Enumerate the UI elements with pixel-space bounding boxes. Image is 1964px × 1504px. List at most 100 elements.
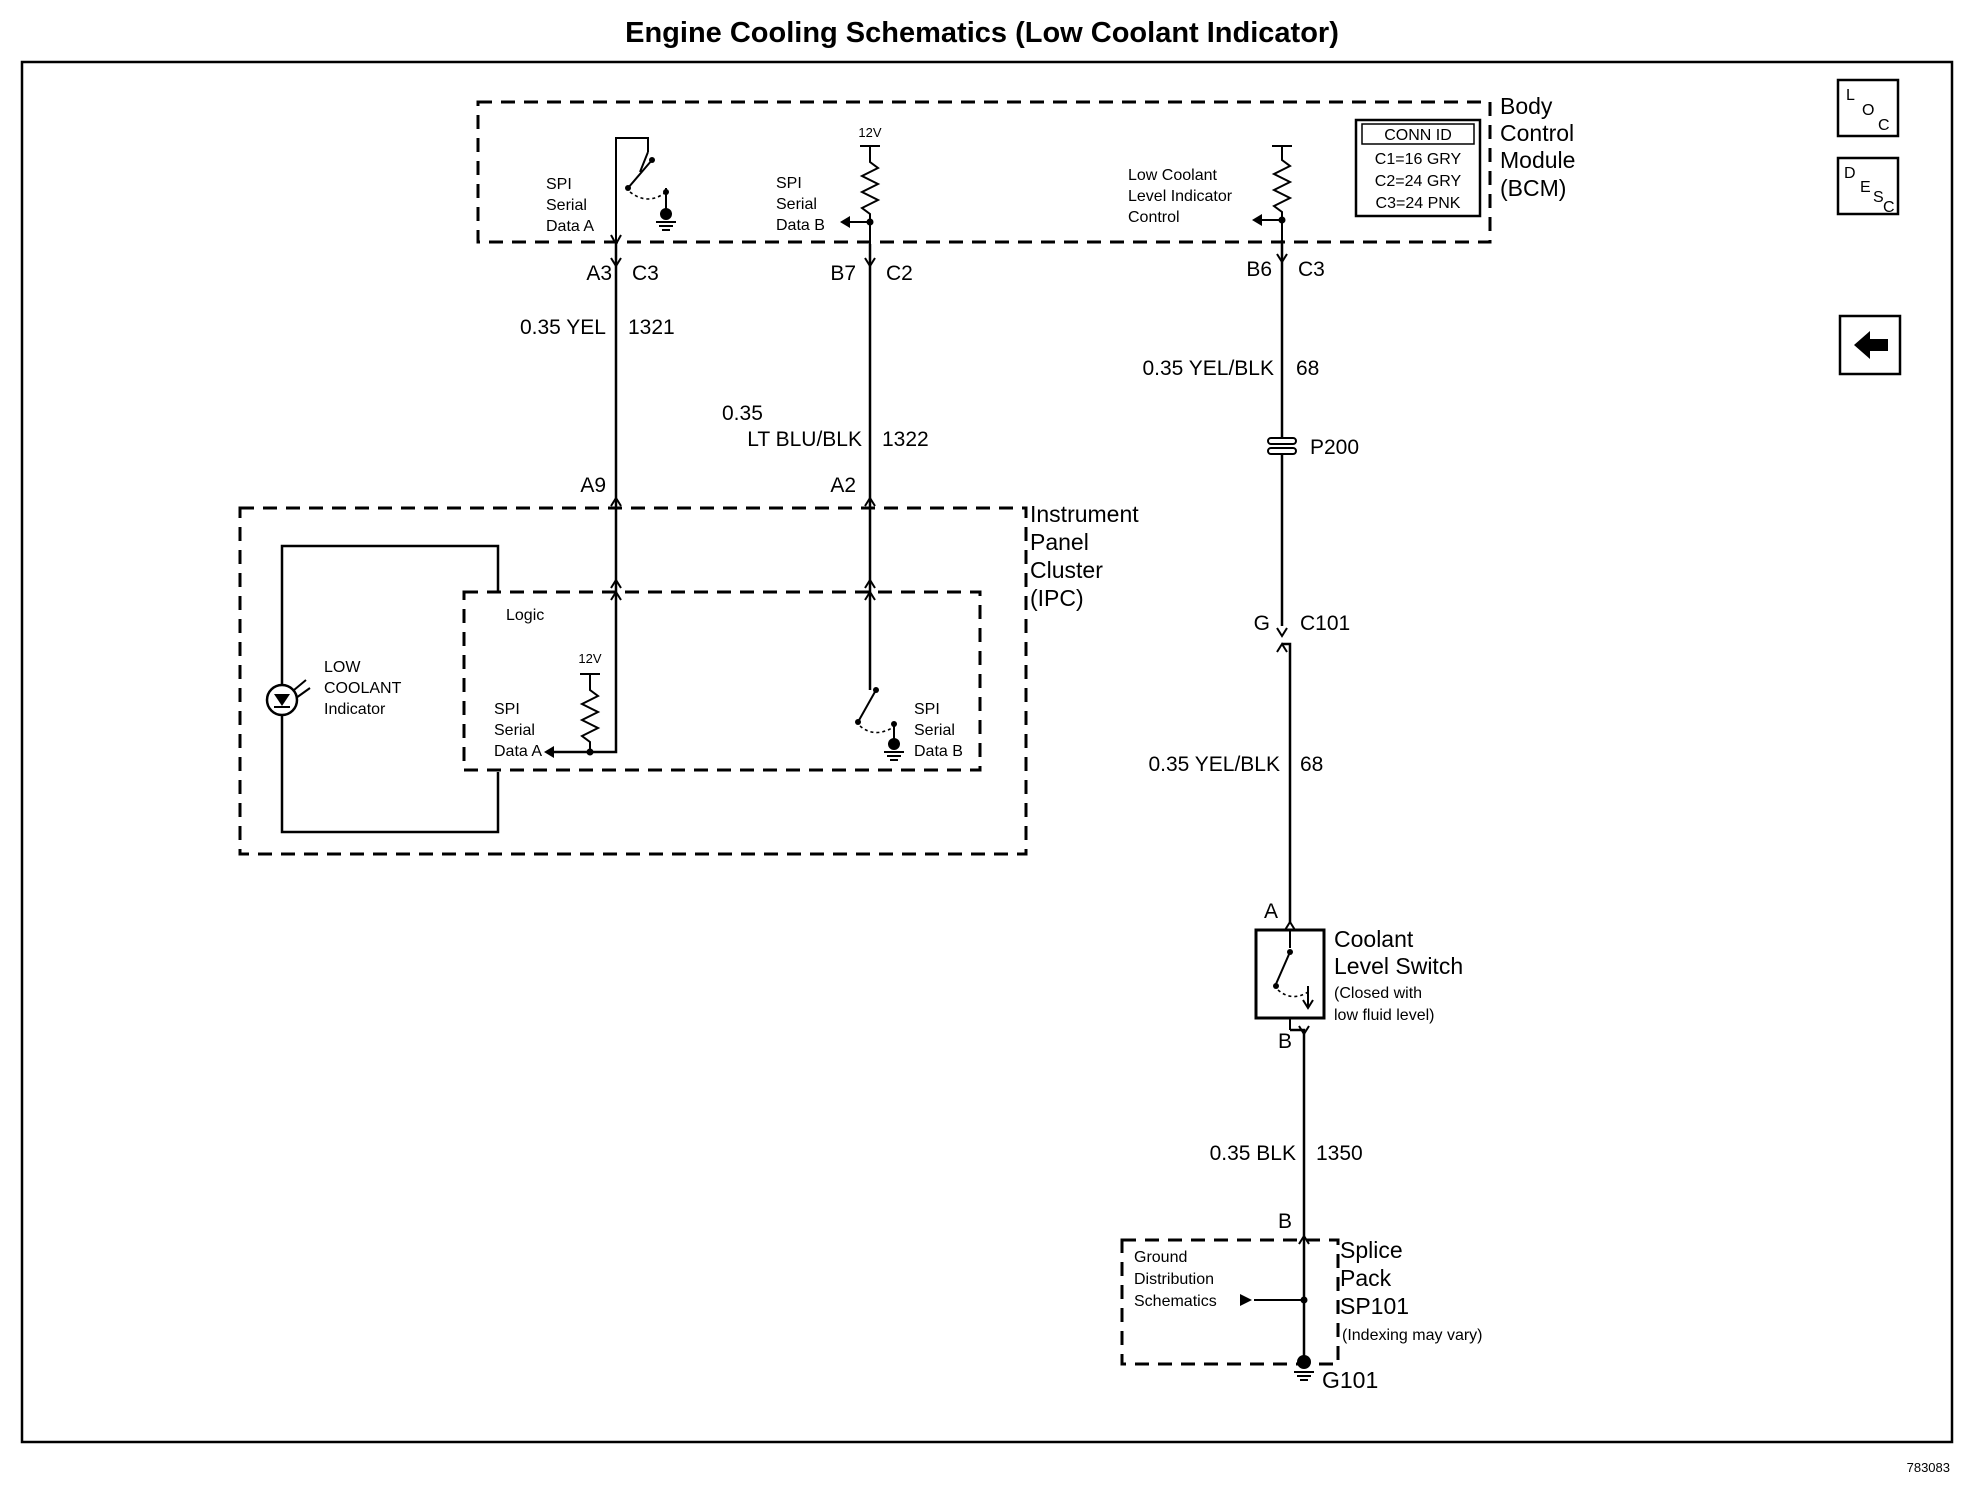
svg-text:(IPC): (IPC): [1030, 585, 1084, 611]
svg-text:Serial: Serial: [914, 722, 955, 739]
circuit-1350-wire: [1290, 1025, 1310, 1362]
pin-label: B7: [830, 262, 856, 285]
svg-text:Serial: Serial: [776, 196, 817, 213]
connector-label: C101: [1300, 612, 1350, 635]
bcm-spi-b-label: SPI Serial Data B: [776, 175, 825, 234]
svg-text:Coolant: Coolant: [1334, 926, 1414, 952]
connector-label: P200: [1310, 436, 1359, 459]
bcm-spi-a-switch: [610, 137, 676, 247]
svg-text:(BCM): (BCM): [1500, 175, 1566, 201]
svg-text:low fluid level): low fluid level): [1334, 1007, 1434, 1024]
arrow-left-icon: [1252, 214, 1262, 226]
ipc-label: Instrument Panel Cluster (IPC): [1030, 501, 1139, 611]
svg-text:C: C: [1883, 199, 1895, 216]
svg-text:SPI: SPI: [494, 701, 520, 718]
ipc-spi-b-switch: [855, 687, 904, 761]
arrow-left-icon: [544, 746, 554, 758]
desc-button[interactable]: D E S C: [1836, 156, 1900, 216]
svg-text:Module: Module: [1500, 147, 1575, 173]
pin-label: B: [1278, 1210, 1292, 1233]
ipc-spi-a-pullup: 12V: [544, 651, 602, 758]
wire-color-label: 0.35 YEL/BLK: [1142, 357, 1274, 380]
g101-ground: [1294, 1355, 1314, 1381]
left-arrow-icon: [1854, 331, 1888, 359]
triangle-right-icon: [1240, 1294, 1252, 1306]
svg-text:Data B: Data B: [776, 217, 825, 234]
arrow-left-icon: [840, 216, 850, 228]
low-coolant-indicator-lamp: [265, 544, 500, 834]
svg-text:SPI: SPI: [914, 701, 940, 718]
conn-id-table: CONN ID C1=16 GRY C2=24 GRY C3=24 PNK: [1354, 118, 1482, 218]
svg-text:Data A: Data A: [546, 218, 594, 235]
svg-text:E: E: [1860, 179, 1871, 196]
svg-text:SPI: SPI: [546, 176, 572, 193]
splice-node: [1300, 1296, 1308, 1304]
voltage-label: 12V: [578, 651, 601, 666]
ipc-logic-boundary: [462, 590, 982, 772]
svg-text:COOLANT: COOLANT: [324, 680, 402, 697]
svg-text:(Closed with: (Closed with: [1334, 985, 1422, 1002]
svg-text:D: D: [1844, 165, 1856, 182]
svg-text:Indicator: Indicator: [324, 701, 386, 718]
connector-label: C3: [632, 262, 659, 285]
circuit-1321-wire: [610, 244, 622, 510]
ground-icon: [888, 738, 900, 750]
conn-id-row: C1=16 GRY: [1375, 151, 1462, 168]
bcm-low-coolant-control-label: Low Coolant Level Indicator Control: [1128, 167, 1233, 226]
ipc-spi-a-wire: [548, 510, 618, 754]
loc-button-label-1: L: [1846, 87, 1855, 104]
ipc-boundary: [238, 506, 1028, 856]
ground-icon: [1297, 1355, 1311, 1369]
conn-id-row: C2=24 GRY: [1375, 173, 1462, 190]
diagram-frame: [20, 60, 1954, 1444]
ground-label: G101: [1322, 1367, 1378, 1393]
voltage-label: 12V: [858, 125, 881, 140]
circuit-number-label: 68: [1300, 753, 1323, 776]
connector-label: C2: [886, 262, 913, 285]
bcm-spi-b-pullup: 12V: [840, 125, 882, 244]
svg-text:Cluster: Cluster: [1030, 557, 1103, 583]
circuit-1322-wire: [864, 244, 876, 510]
svg-text:Level Indicator: Level Indicator: [1128, 188, 1233, 205]
bcm-spi-a-label: SPI Serial Data A: [546, 176, 594, 235]
svg-text:Serial: Serial: [494, 722, 535, 739]
bcm-label: Body Control Module (BCM): [1500, 93, 1575, 201]
coolant-switch-label: Coolant Level Switch (Closed with low fl…: [1334, 926, 1463, 1024]
svg-text:Data A: Data A: [494, 743, 542, 760]
wire-color-label: 0.35 YEL/BLK: [1148, 753, 1280, 776]
wire-color-label: LT BLU/BLK: [747, 428, 862, 451]
svg-text:Ground: Ground: [1134, 1249, 1187, 1266]
circuit-number-label: 1321: [628, 316, 675, 339]
pin-label: A9: [580, 474, 606, 497]
bcm-low-coolant-control: [1252, 145, 1293, 240]
svg-text:Low Coolant: Low Coolant: [1128, 167, 1218, 184]
svg-text:(Indexing may vary): (Indexing may vary): [1342, 1327, 1483, 1344]
wire-color-label: 0.35 BLK: [1210, 1142, 1296, 1165]
svg-text:Data B: Data B: [914, 743, 963, 760]
logic-label: Logic: [506, 607, 544, 624]
connector-label: C3: [1298, 258, 1325, 281]
circuit-68-wire: [1276, 240, 1292, 924]
back-button[interactable]: [1838, 314, 1902, 376]
pin-label: A3: [586, 262, 612, 285]
conn-id-header: CONN ID: [1384, 127, 1452, 144]
circuit-number-label: 1322: [882, 428, 929, 451]
page-title: Engine Cooling Schematics (Low Coolant I…: [625, 17, 1339, 49]
ground-distribution-link[interactable]: [1240, 1294, 1304, 1306]
svg-text:Body: Body: [1500, 93, 1553, 119]
pin-label: A: [1264, 900, 1278, 923]
svg-text:Level Switch: Level Switch: [1334, 953, 1463, 979]
wire-color-label: 0.35 YEL: [520, 316, 606, 339]
c101-connector: [1276, 627, 1288, 653]
pin-label: G: [1254, 612, 1270, 635]
conn-id-row: C3=24 PNK: [1376, 195, 1461, 212]
svg-text:Splice: Splice: [1340, 1237, 1403, 1263]
splice-pack-label: Splice Pack SP101 (Indexing may vary): [1340, 1237, 1483, 1344]
circuit-number-label: 68: [1296, 357, 1319, 380]
loc-button[interactable]: L O C: [1836, 78, 1900, 138]
p200-connector: [1267, 420, 1297, 466]
pin-label: B6: [1246, 258, 1272, 281]
svg-text:Distribution: Distribution: [1134, 1271, 1214, 1288]
pin-label: B: [1278, 1030, 1292, 1053]
svg-text:SPI: SPI: [776, 175, 802, 192]
